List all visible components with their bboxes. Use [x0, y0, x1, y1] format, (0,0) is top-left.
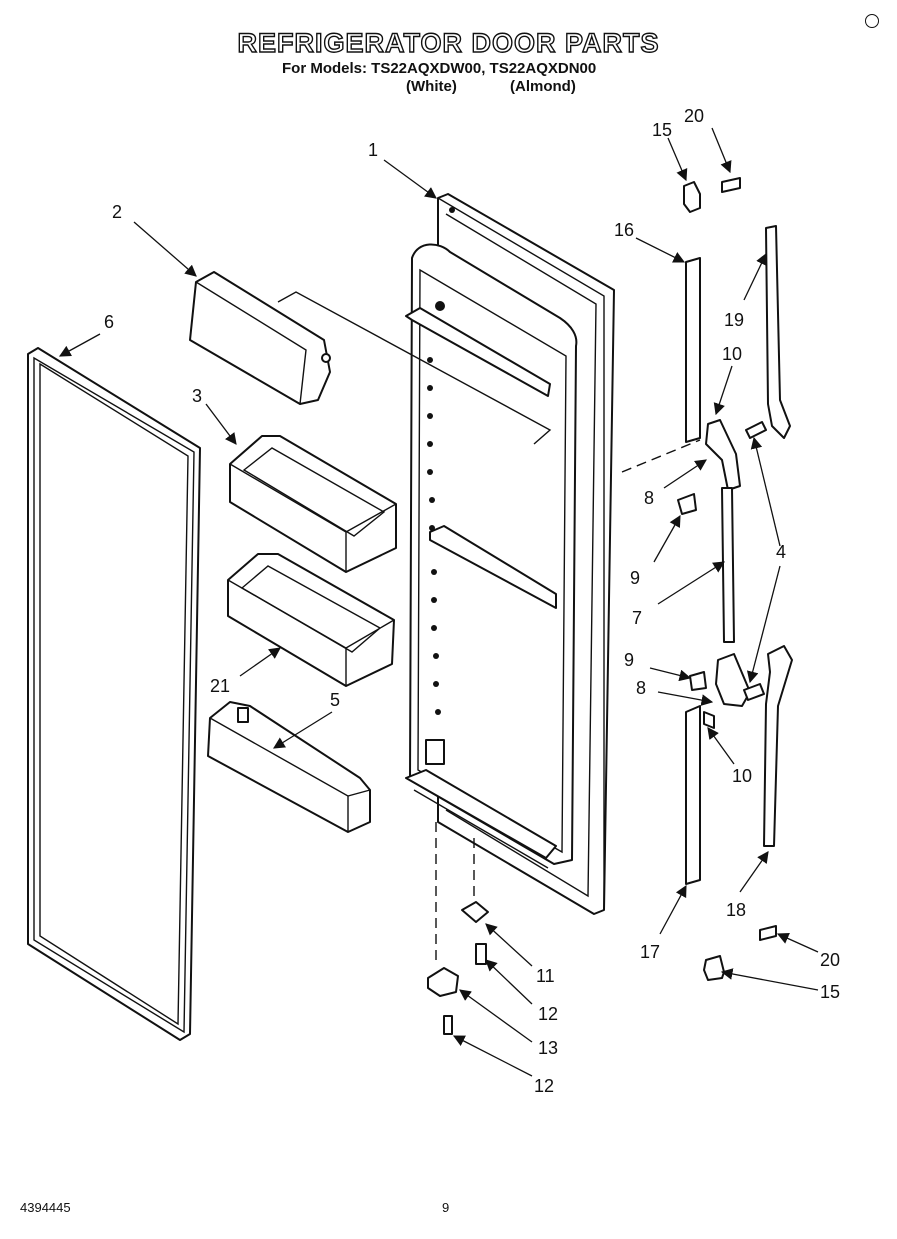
- models-line: For Models: TS22AQXDW00, TS22AQXDN00: [282, 60, 597, 77]
- callout-17: 17: [640, 942, 660, 962]
- door-gasket: [27, 347, 201, 1041]
- door-panel: [405, 193, 615, 915]
- page-number: 9: [442, 1200, 450, 1215]
- callout-6: 6: [104, 312, 114, 332]
- callout-12-upper: 12: [538, 1004, 558, 1024]
- variant-white: (White): [406, 78, 457, 95]
- callout-20-lower: 20: [820, 950, 840, 970]
- dairy-door: [189, 271, 552, 445]
- callout-8-lower: 8: [636, 678, 646, 698]
- callout-18: 18: [726, 900, 746, 920]
- callout-leaders: [58, 127, 819, 1077]
- door-bin-bottom: [207, 701, 371, 833]
- callout-2: 2: [112, 202, 122, 222]
- callout-10-upper: 10: [722, 344, 742, 364]
- callout-4: 4: [776, 542, 786, 562]
- callout-1: 1: [368, 140, 378, 160]
- callout-9-lower: 9: [624, 650, 634, 670]
- callout-16: 16: [614, 220, 634, 240]
- callout-11: 11: [536, 966, 555, 986]
- corner-hole-mark: [865, 14, 879, 28]
- callout-5: 5: [330, 690, 340, 710]
- callout-13: 13: [538, 1038, 558, 1058]
- callout-12-lower: 12: [534, 1076, 554, 1096]
- door-bin-lower: [227, 553, 395, 687]
- callout-15-upper: 15: [652, 120, 672, 140]
- hinge-assembly: [427, 822, 489, 1035]
- callout-15-lower: 15: [820, 982, 840, 1002]
- callout-8-upper: 8: [644, 488, 654, 508]
- callout-7: 7: [632, 608, 642, 628]
- document-number: 4394445: [20, 1200, 71, 1215]
- callout-20-upper: 20: [684, 106, 704, 126]
- callout-9-upper: 9: [630, 568, 640, 588]
- shelf-support-holes: [427, 207, 455, 715]
- callout-19: 19: [724, 310, 744, 330]
- door-bin-upper: [229, 435, 397, 573]
- variant-almond: (Almond): [510, 78, 576, 95]
- page-title: REFRIGERATOR DOOR PARTS: [237, 27, 660, 58]
- callout-10-lower: 10: [732, 766, 752, 786]
- trim-and-bracket-parts: [621, 177, 793, 981]
- callout-21: 21: [210, 676, 230, 696]
- callout-3: 3: [192, 386, 202, 406]
- callout-labels: 1 2 3 4 5 6 7 8 8 9 9 10 10 11 12 12 13 …: [104, 106, 840, 1096]
